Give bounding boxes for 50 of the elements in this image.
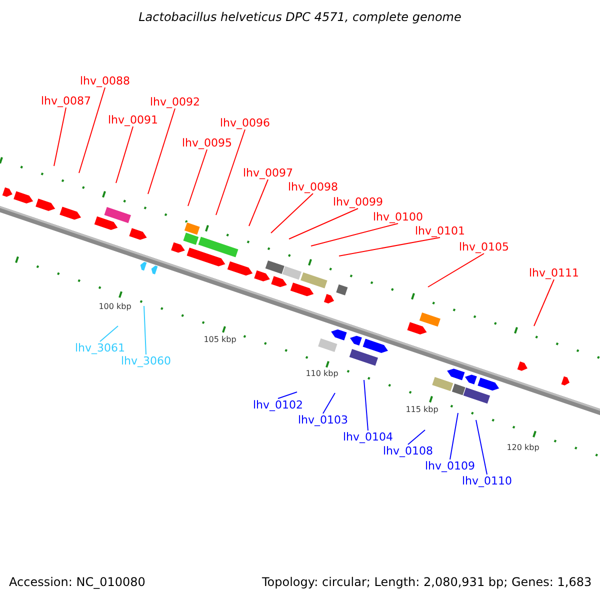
leader-line bbox=[338, 237, 440, 256]
gene-label: lhv_0088 bbox=[80, 74, 130, 88]
gene-label: lhv_0108 bbox=[382, 444, 434, 458]
gene-label: lhv_0098 bbox=[288, 180, 338, 194]
leader-line bbox=[78, 87, 106, 174]
gene-label: lhv_0111 bbox=[528, 266, 580, 280]
leader-line bbox=[144, 306, 146, 355]
leader-line bbox=[428, 253, 484, 288]
leader-line bbox=[310, 223, 398, 246]
leader-line bbox=[408, 430, 426, 445]
leader-line bbox=[54, 107, 66, 166]
gene-label: lhv_0101 bbox=[414, 224, 466, 238]
leader-line bbox=[148, 108, 176, 194]
gene-label: lhv_0100 bbox=[372, 210, 424, 224]
leader-line bbox=[534, 279, 554, 326]
leader-line bbox=[450, 412, 458, 460]
scale-label: 115 kbp bbox=[406, 405, 438, 415]
gene-label: lhv_0099 bbox=[332, 196, 384, 208]
gene-label: lhv_0092 bbox=[150, 96, 200, 108]
leader-line bbox=[288, 208, 358, 240]
leader-line bbox=[322, 392, 336, 414]
footer-text: Topology: circular; Length: 2,080,931 bp; Genes: 1,683 bbox=[262, 575, 592, 589]
scale-label: 120 kbp bbox=[506, 443, 540, 453]
gene-label: lhv_0091 bbox=[108, 114, 158, 126]
gene-label: lhv_3061 bbox=[74, 342, 126, 354]
gene-label: lhv_0087 bbox=[40, 94, 92, 108]
scale-label: 105 kbp bbox=[204, 335, 236, 345]
chart-title: Lactobacillus helveticus DPC 4571, complete genome bbox=[138, 10, 462, 24]
leader-line bbox=[216, 129, 246, 216]
leader-line bbox=[116, 126, 134, 184]
leader-line bbox=[364, 380, 368, 431]
gene-label: lhv_0095 bbox=[182, 136, 232, 150]
scale-label: 110 kbp bbox=[306, 369, 338, 379]
leader-line bbox=[270, 193, 314, 234]
leader-line bbox=[476, 420, 488, 475]
leader-line bbox=[278, 392, 298, 399]
gene-label: lhv_0110 bbox=[462, 474, 512, 488]
gene-label: lhv_0102 bbox=[252, 398, 304, 412]
gene-label: lhv_0104 bbox=[342, 430, 394, 444]
gene-label: lhv_0096 bbox=[220, 116, 270, 130]
gene-label: lhv_0103 bbox=[298, 414, 348, 426]
leader-line bbox=[248, 179, 268, 226]
gene-label: lhv_0097 bbox=[242, 166, 294, 180]
gene-label: lhv_3060 bbox=[120, 354, 172, 368]
footer-text: Accession: NC_010080 bbox=[9, 575, 146, 589]
gene-label: lhv_0105 bbox=[458, 240, 510, 254]
leader-line bbox=[100, 326, 118, 342]
leader-line bbox=[188, 149, 208, 206]
gene-label: lhv_0109 bbox=[424, 460, 476, 472]
scale-label: 100 kbp bbox=[98, 302, 132, 312]
